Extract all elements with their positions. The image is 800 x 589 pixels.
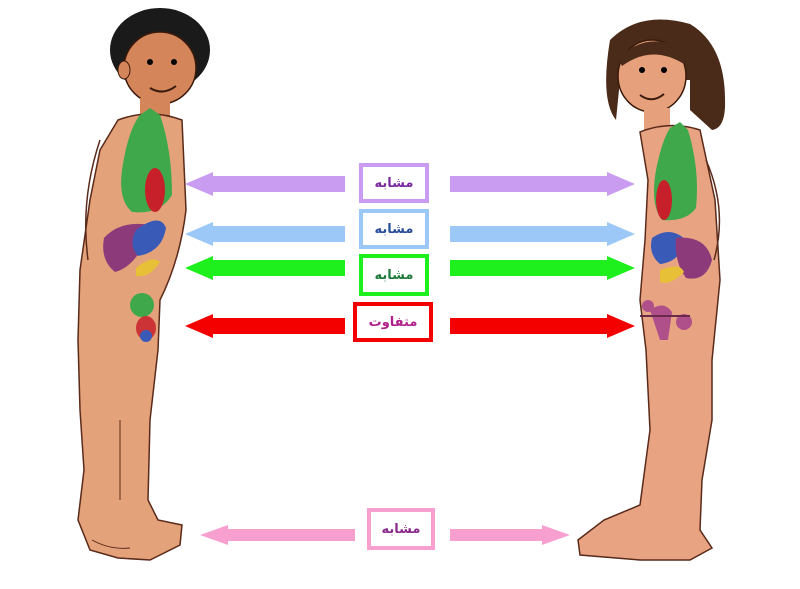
comparison-label-1: مشابه — [359, 163, 429, 203]
comparison-label-4: متفاوت — [353, 302, 433, 342]
comparison-label-5: مشابه — [367, 508, 435, 550]
comparison-label-2: مشابه — [359, 209, 429, 249]
girl-figure — [577, 19, 726, 561]
comparison-label-3: مشابه — [359, 254, 429, 296]
boy-figure — [77, 8, 210, 561]
